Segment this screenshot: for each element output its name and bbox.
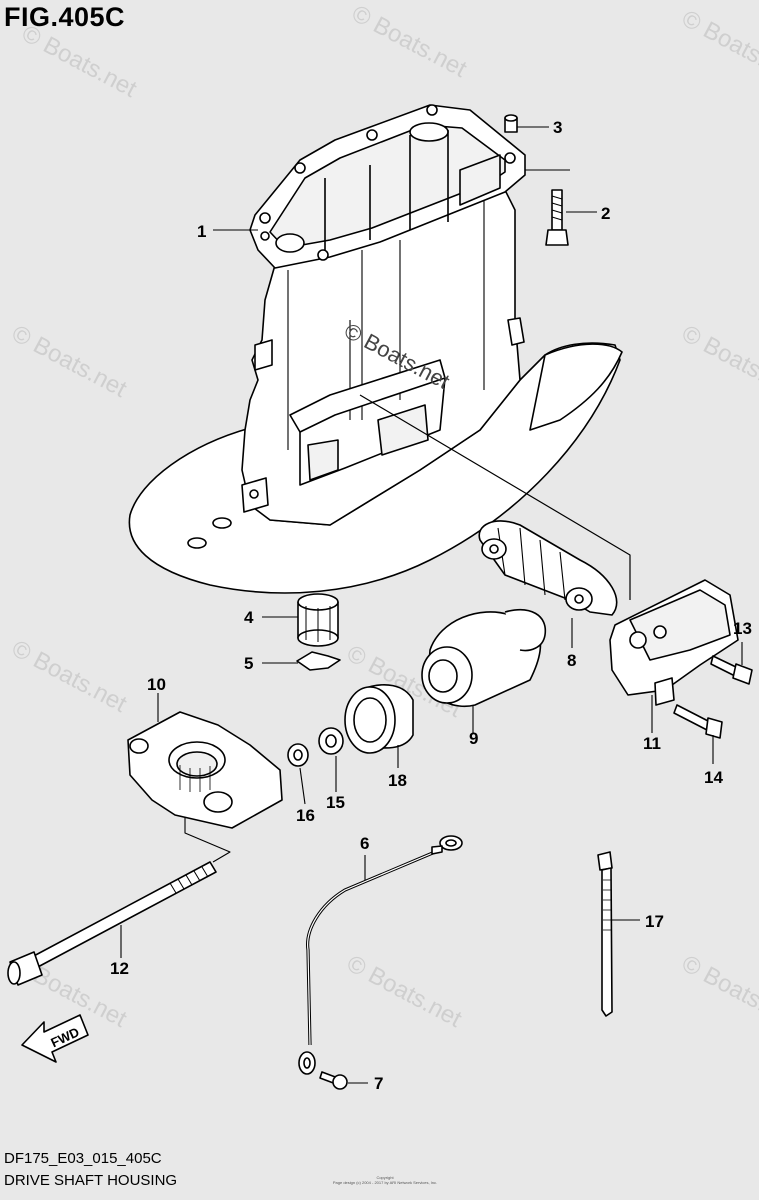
callout-8: 8	[567, 651, 576, 670]
upper-mount-part-8	[478, 520, 618, 616]
dowel-pin-part-3	[504, 114, 518, 133]
callout-11: 11	[643, 734, 661, 753]
callout-17: 17	[645, 912, 664, 931]
callout-18: 18	[388, 771, 407, 790]
callout-13: 13	[733, 619, 752, 638]
model-code: DF175_E03_015_405C	[4, 1150, 162, 1167]
seal-part-5	[296, 651, 341, 671]
drive-shaft-housing	[128, 104, 631, 600]
callout-10: 10	[147, 675, 166, 694]
ground-wire-part-6	[298, 835, 463, 1075]
callout-5: 5	[244, 654, 253, 673]
cable-tie-part-17	[597, 851, 613, 1017]
callout-1: 1	[197, 222, 206, 241]
bushing-part-9	[421, 608, 547, 707]
grommet-part-4	[297, 593, 339, 647]
bolt-part-13	[710, 655, 753, 685]
washer-part-15	[318, 727, 344, 755]
callout-4: 4	[244, 608, 254, 627]
callout-15: 15	[326, 793, 345, 812]
bracket-part-11	[609, 579, 739, 706]
callout-7: 7	[374, 1074, 383, 1093]
washer-part-16	[287, 743, 309, 767]
screw-part-7	[319, 1071, 348, 1090]
long-bolt-part-12	[7, 817, 231, 986]
callout-6: 6	[360, 834, 369, 853]
collar-part-18	[344, 684, 414, 754]
copyright-note: Copyright Page design (c) 2004 - 2017 by…	[320, 1175, 450, 1185]
callout-3: 3	[553, 118, 562, 137]
clamp-part-10	[127, 711, 283, 829]
callout-14: 14	[704, 768, 723, 787]
callout-16: 16	[296, 806, 315, 825]
callout-12: 12	[110, 959, 129, 978]
callout-2: 2	[601, 204, 610, 223]
fwd-direction-arrow	[21, 1014, 89, 1063]
figure-title: FIG.405C	[4, 2, 126, 32]
copyright-line: Copyright	[376, 1175, 394, 1180]
bolt-part-14	[673, 704, 723, 739]
copyright-line: Page design (c) 2004 - 2017 by ARI Netwo…	[332, 1180, 438, 1185]
section-name: DRIVE SHAFT HOUSING	[4, 1172, 178, 1189]
bolt-part-2	[525, 169, 570, 246]
callout-9: 9	[469, 729, 478, 748]
